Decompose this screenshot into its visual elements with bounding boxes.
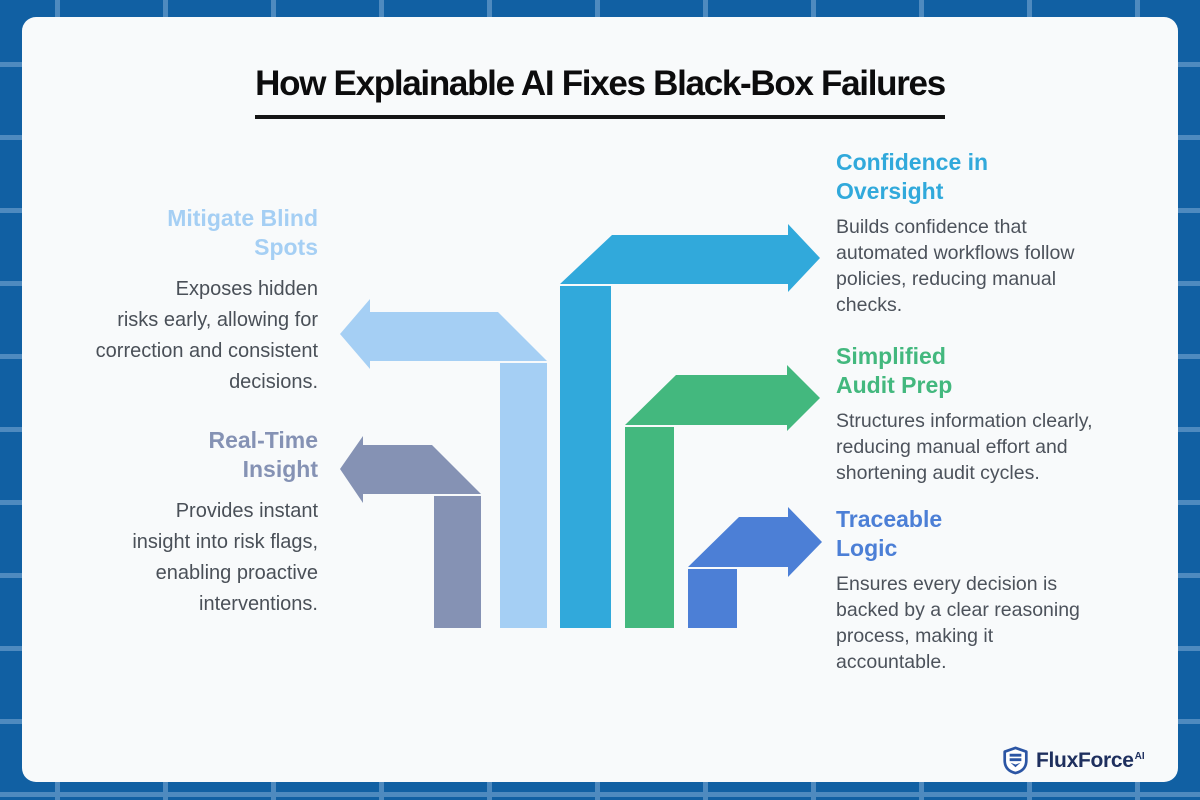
brand-name: FluxForceAI [1036,748,1145,772]
section-body: Provides instant insight into risk flags… [132,500,318,615]
arrow-bar [688,569,737,628]
arrow-elbow [625,365,820,431]
section-body: Builds confidence that automated workflo… [836,216,1075,316]
section-heading: Traceable Logic [836,506,943,561]
arrow-elbow [340,299,547,369]
brand-logo: FluxForceAI [1002,746,1145,775]
section-body: Exposes hidden risks early, allowing for… [95,278,318,393]
arrow-bar [434,496,481,628]
arrow-elbow [340,436,481,503]
arrow-real-time-insight [340,436,481,628]
arrow-elbow [688,507,822,577]
section-traceable-logic: Traceable Logic Ensures every decision i… [836,505,1136,675]
arrow-traceable-logic [688,507,822,628]
header: How Explainable AI Fixes Black-Box Failu… [0,64,1200,119]
section-heading: Simplified Audit Prep [836,343,953,398]
section-heading: Confidence in Oversight [836,149,989,204]
section-mitigate-blind-spots: Mitigate Blind Spots Exposes hidden risk… [78,204,318,398]
arrow-mitigate-blind-spots [340,299,547,628]
section-body: Structures information clearly, reducing… [836,410,1093,484]
section-real-time-insight: Real-Time Insight Provides instant insig… [78,426,318,620]
section-heading: Mitigate Blind Spots [167,205,318,260]
section-body: Ensures every decision is backed by a cl… [836,573,1080,673]
brand-superscript: AI [1134,750,1145,762]
arrow-elbow [560,224,820,292]
section-heading: Real-Time Insight [208,427,318,482]
arrow-simplified-audit-prep [625,365,820,628]
arrow-bar [560,286,611,628]
section-simplified-audit-prep: Simplified Audit Prep Structures informa… [836,342,1136,486]
arrow-bar [500,363,547,628]
page-title: How Explainable AI Fixes Black-Box Failu… [255,64,946,119]
arrow-confidence-in-oversight [560,224,820,628]
section-confidence-in-oversight: Confidence in Oversight Builds confidenc… [836,148,1136,318]
shield-icon [1003,746,1028,775]
arrow-bar [625,427,674,628]
